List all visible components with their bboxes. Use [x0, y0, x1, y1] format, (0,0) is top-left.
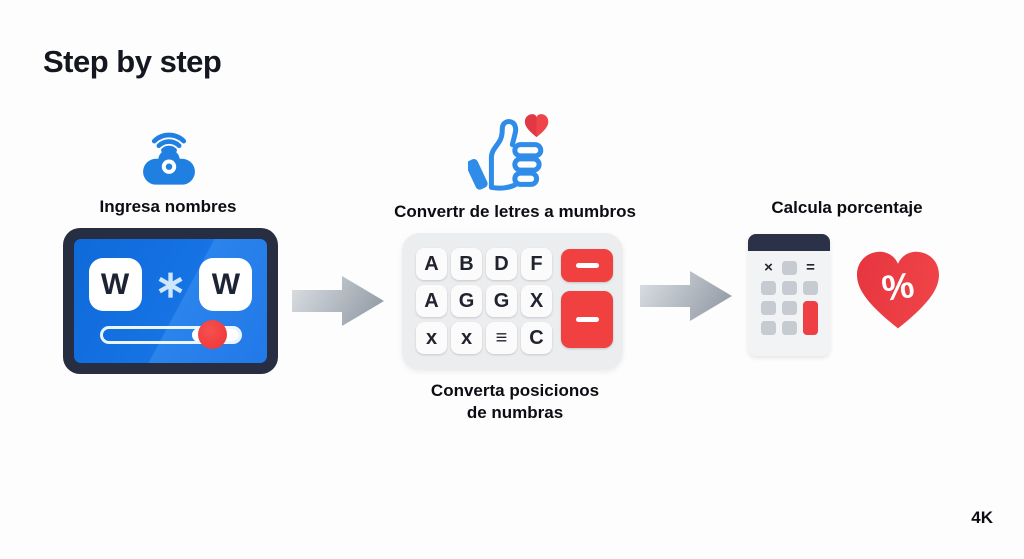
flow-arrow-right-icon [292, 274, 386, 328]
keyboard-key: X [521, 285, 552, 317]
caption-line-1: Converta posicionos [430, 381, 600, 400]
letter-keyboard: A B D F A G G X x x ≡ C [402, 233, 623, 370]
equals-symbol: = [806, 259, 815, 276]
keyboard-key: A [416, 285, 447, 317]
minus-dash [575, 317, 599, 322]
keyboard-key: x [416, 322, 447, 354]
calculator-key [761, 281, 776, 295]
calculator-red-key [803, 301, 818, 335]
keyboard-key: F [521, 248, 552, 280]
keyboard-letter-grid: A B D F A G G X x x ≡ C [416, 248, 552, 357]
step-2-caption: Converta posicionos de numbras [365, 380, 665, 424]
calculator-key [761, 301, 776, 315]
watermark-4k: 4K [971, 508, 993, 527]
slider-knob [197, 320, 227, 349]
keyboard-key: B [451, 248, 482, 280]
calculator-key [782, 301, 797, 315]
keyboard-key: G [451, 285, 482, 317]
tablet-keys-row: W ∗ W [88, 258, 253, 311]
calculator-key [803, 281, 818, 295]
wifi-device-icon [133, 116, 205, 190]
keyboard-key: G [486, 285, 517, 317]
letter-key-left: W [88, 258, 142, 311]
calculator-key [761, 321, 776, 335]
calculator-illustration: × = [748, 234, 830, 356]
tablet-illustration: W ∗ W [63, 228, 278, 374]
keyboard-action-column [561, 248, 613, 357]
step-2-label: Convertr de letres a mumbros [394, 202, 636, 221]
calculator-key [782, 261, 797, 275]
flow-arrow-right-icon [640, 269, 734, 323]
multiply-asterisk-icon: ∗ [154, 263, 187, 306]
keyboard-key: ≡ [486, 322, 517, 354]
keyboard-key: C [521, 322, 552, 354]
minus-dash [575, 263, 599, 268]
step-3-label: Calcula porcentaje [771, 198, 923, 217]
minus-key-icon [561, 291, 613, 348]
calculator-key-grid: × = [748, 251, 830, 335]
keyboard-key: x [451, 322, 482, 354]
calculator-key [782, 321, 797, 335]
letter-key-right: W [199, 258, 253, 311]
multiply-symbol: × [764, 259, 773, 276]
page-title: Step by step [43, 44, 222, 79]
keyboard-key: D [486, 248, 517, 280]
caption-line-2: de numbras [466, 403, 564, 422]
tablet-screen: W ∗ W [74, 239, 267, 363]
minus-key-icon [561, 249, 613, 282]
step-1-label: Ingresa nombres [99, 197, 237, 216]
calculator-top-bar [748, 234, 830, 251]
percent-heart-icon: % [853, 250, 943, 332]
slider [99, 320, 242, 349]
keyboard-key: A [416, 248, 447, 280]
heart-icon [524, 114, 549, 138]
calculator-key [782, 281, 797, 295]
thumbs-up-heart-icon [465, 110, 560, 196]
percent-symbol: % [879, 263, 917, 310]
